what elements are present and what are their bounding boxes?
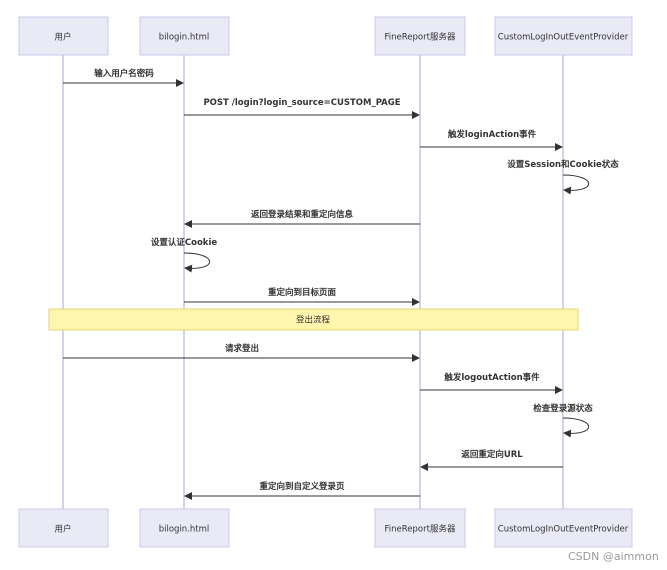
actor-provider-top: CustomLogInOutEventProvider [494, 16, 633, 56]
message-set-cookie-arrow [183, 252, 211, 273]
message-return-redirect-url-label: 返回重定向URL [461, 449, 523, 460]
actor-bilogin-top: bilogin.html [139, 16, 230, 56]
actor-provider-label: CustomLogInOutEventProvider [498, 33, 629, 43]
message-input-credentials-label: 输入用户名密码 [94, 68, 154, 79]
message-redirect-custom-login-label: 重定向到自定义登录页 [259, 481, 345, 492]
note-logout-flow-label: 登出流程 [296, 315, 331, 326]
actor-bilogin-label: bilogin.html [159, 33, 210, 43]
message-set-cookie-label: 设置认证Cookie [151, 237, 217, 248]
message-redirect-target-label: 重定向到目标页面 [268, 287, 337, 298]
watermark: CSDN @aimmon [568, 550, 659, 563]
message-post-login-label: POST /login?login_source=CUSTOM_PAGE [203, 98, 400, 108]
message-return-result-label: 返回登录结果和重定向信息 [251, 209, 354, 220]
actor-provider-label-bottom: CustomLogInOutEventProvider [498, 525, 629, 535]
actor-bilogin-bottom: bilogin.html [139, 508, 230, 548]
message-check-login-source-label: 检查登录源状态 [533, 403, 593, 414]
note-logout-flow: 登出流程 [48, 308, 579, 331]
actor-server-label-bottom: FineReport服务器 [385, 524, 456, 535]
actor-server-bottom: FineReport服务器 [374, 508, 466, 548]
actor-bilogin-label-bottom: bilogin.html [159, 525, 210, 535]
actor-server-label: FineReport服务器 [385, 32, 456, 43]
message-set-session-label: 设置Session和Cookie状态 [507, 159, 619, 170]
actor-server-top: FineReport服务器 [374, 16, 466, 56]
message-set-session-arrow [562, 174, 590, 195]
actor-user-label: 用户 [54, 32, 71, 43]
actor-provider-bottom: CustomLogInOutEventProvider [494, 508, 633, 548]
message-check-login-source-arrow [562, 417, 590, 438]
message-request-logout-label: 请求登出 [225, 343, 259, 354]
actor-user-bottom: 用户 [18, 508, 109, 548]
message-trigger-logout-label: 触发logoutAction事件 [443, 372, 540, 383]
message-trigger-login-label: 触发loginAction事件 [447, 129, 537, 140]
actor-user-label-bottom: 用户 [54, 524, 71, 535]
actor-user-top: 用户 [18, 16, 109, 56]
